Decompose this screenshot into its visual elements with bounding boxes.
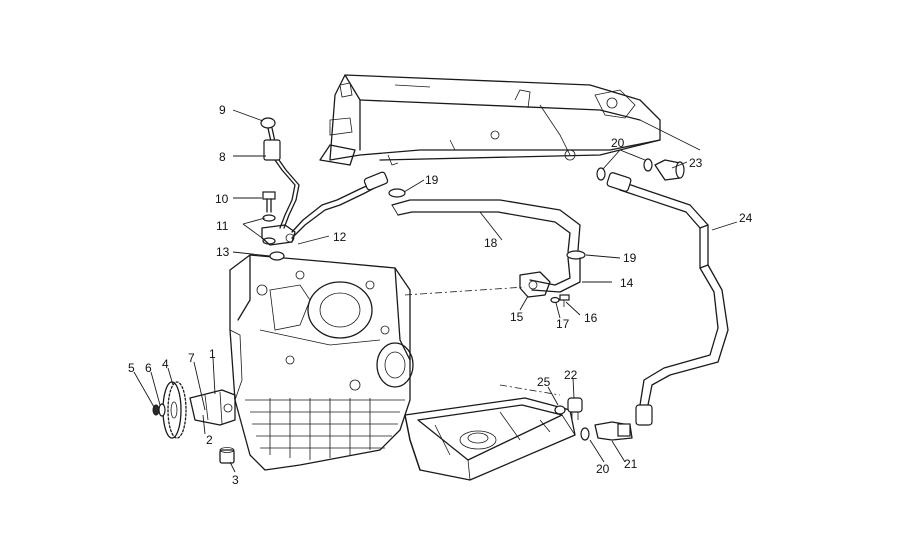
- callout-25: 25: [537, 375, 551, 389]
- callout-15: 15: [510, 310, 524, 324]
- callout-18: 18: [484, 236, 498, 250]
- callout-21: 21: [624, 457, 638, 471]
- gasket-13: [269, 251, 285, 261]
- washer-20-lower: [580, 427, 590, 441]
- callout-20-lower: 20: [596, 462, 610, 476]
- callout-10: 10: [215, 192, 229, 206]
- nut-5: [152, 404, 160, 416]
- callout-14: 14: [620, 276, 634, 290]
- bushing-3: [219, 447, 235, 464]
- callout-4: 4: [162, 357, 169, 371]
- callout-23: 23: [689, 156, 703, 170]
- bolt-10: [262, 191, 276, 213]
- callout-7: 7: [188, 351, 195, 365]
- washers-20-upper: [596, 158, 653, 181]
- frame-tube: [319, 74, 701, 166]
- callout-20-upper: 20: [611, 136, 625, 150]
- leader-lines: [133, 109, 738, 473]
- hose-end-upper: [606, 172, 632, 192]
- callout-2: 2: [206, 433, 213, 447]
- cap-9: [260, 117, 276, 129]
- centerline-housing-to-fitting: [404, 286, 526, 296]
- callout-12: 12: [333, 230, 347, 244]
- breather-hose: [291, 171, 389, 239]
- banjo-fitting-12: [261, 224, 296, 246]
- oil-pump: [189, 389, 236, 426]
- pump-gear: [162, 381, 187, 439]
- fitting-21: [594, 421, 633, 441]
- callout-6: 6: [145, 361, 152, 375]
- pipe-14: [529, 257, 581, 293]
- washer-25: [554, 405, 566, 415]
- callout-9: 9: [219, 103, 226, 117]
- hose-18: [391, 199, 581, 253]
- oil-hose-24: [619, 181, 729, 406]
- callout-24: 24: [739, 211, 753, 225]
- callout-8: 8: [219, 150, 226, 164]
- callout-19-upper: 19: [425, 173, 439, 187]
- callout-13: 13: [216, 245, 230, 259]
- callout-1: 1: [209, 347, 216, 361]
- breather-pipe-8: [263, 127, 300, 229]
- callout-16: 16: [584, 311, 598, 325]
- clamp-19-lower: [566, 250, 586, 260]
- plug-22: [567, 397, 583, 420]
- centerline-pan: [499, 384, 561, 396]
- callout-labels: 9 8 10 11 13 12 19 18 19 14 15 17 16 20 …: [128, 103, 753, 487]
- gearbox-housing: [229, 254, 414, 471]
- hose-end-lower: [635, 404, 653, 426]
- banjo-bolt-23: [654, 159, 685, 181]
- clamp-19-upper: [388, 188, 406, 198]
- callout-5: 5: [128, 361, 135, 375]
- washer-17: [550, 296, 560, 304]
- oil-pan: [404, 397, 576, 481]
- callout-22: 22: [564, 368, 578, 382]
- screw-16: [559, 294, 570, 307]
- callout-17: 17: [556, 317, 570, 331]
- callout-3: 3: [232, 473, 239, 487]
- callout-11: 11: [216, 219, 229, 233]
- callout-19-lower: 19: [623, 251, 637, 265]
- fitting-15: [519, 271, 551, 298]
- washer-6: [158, 403, 166, 417]
